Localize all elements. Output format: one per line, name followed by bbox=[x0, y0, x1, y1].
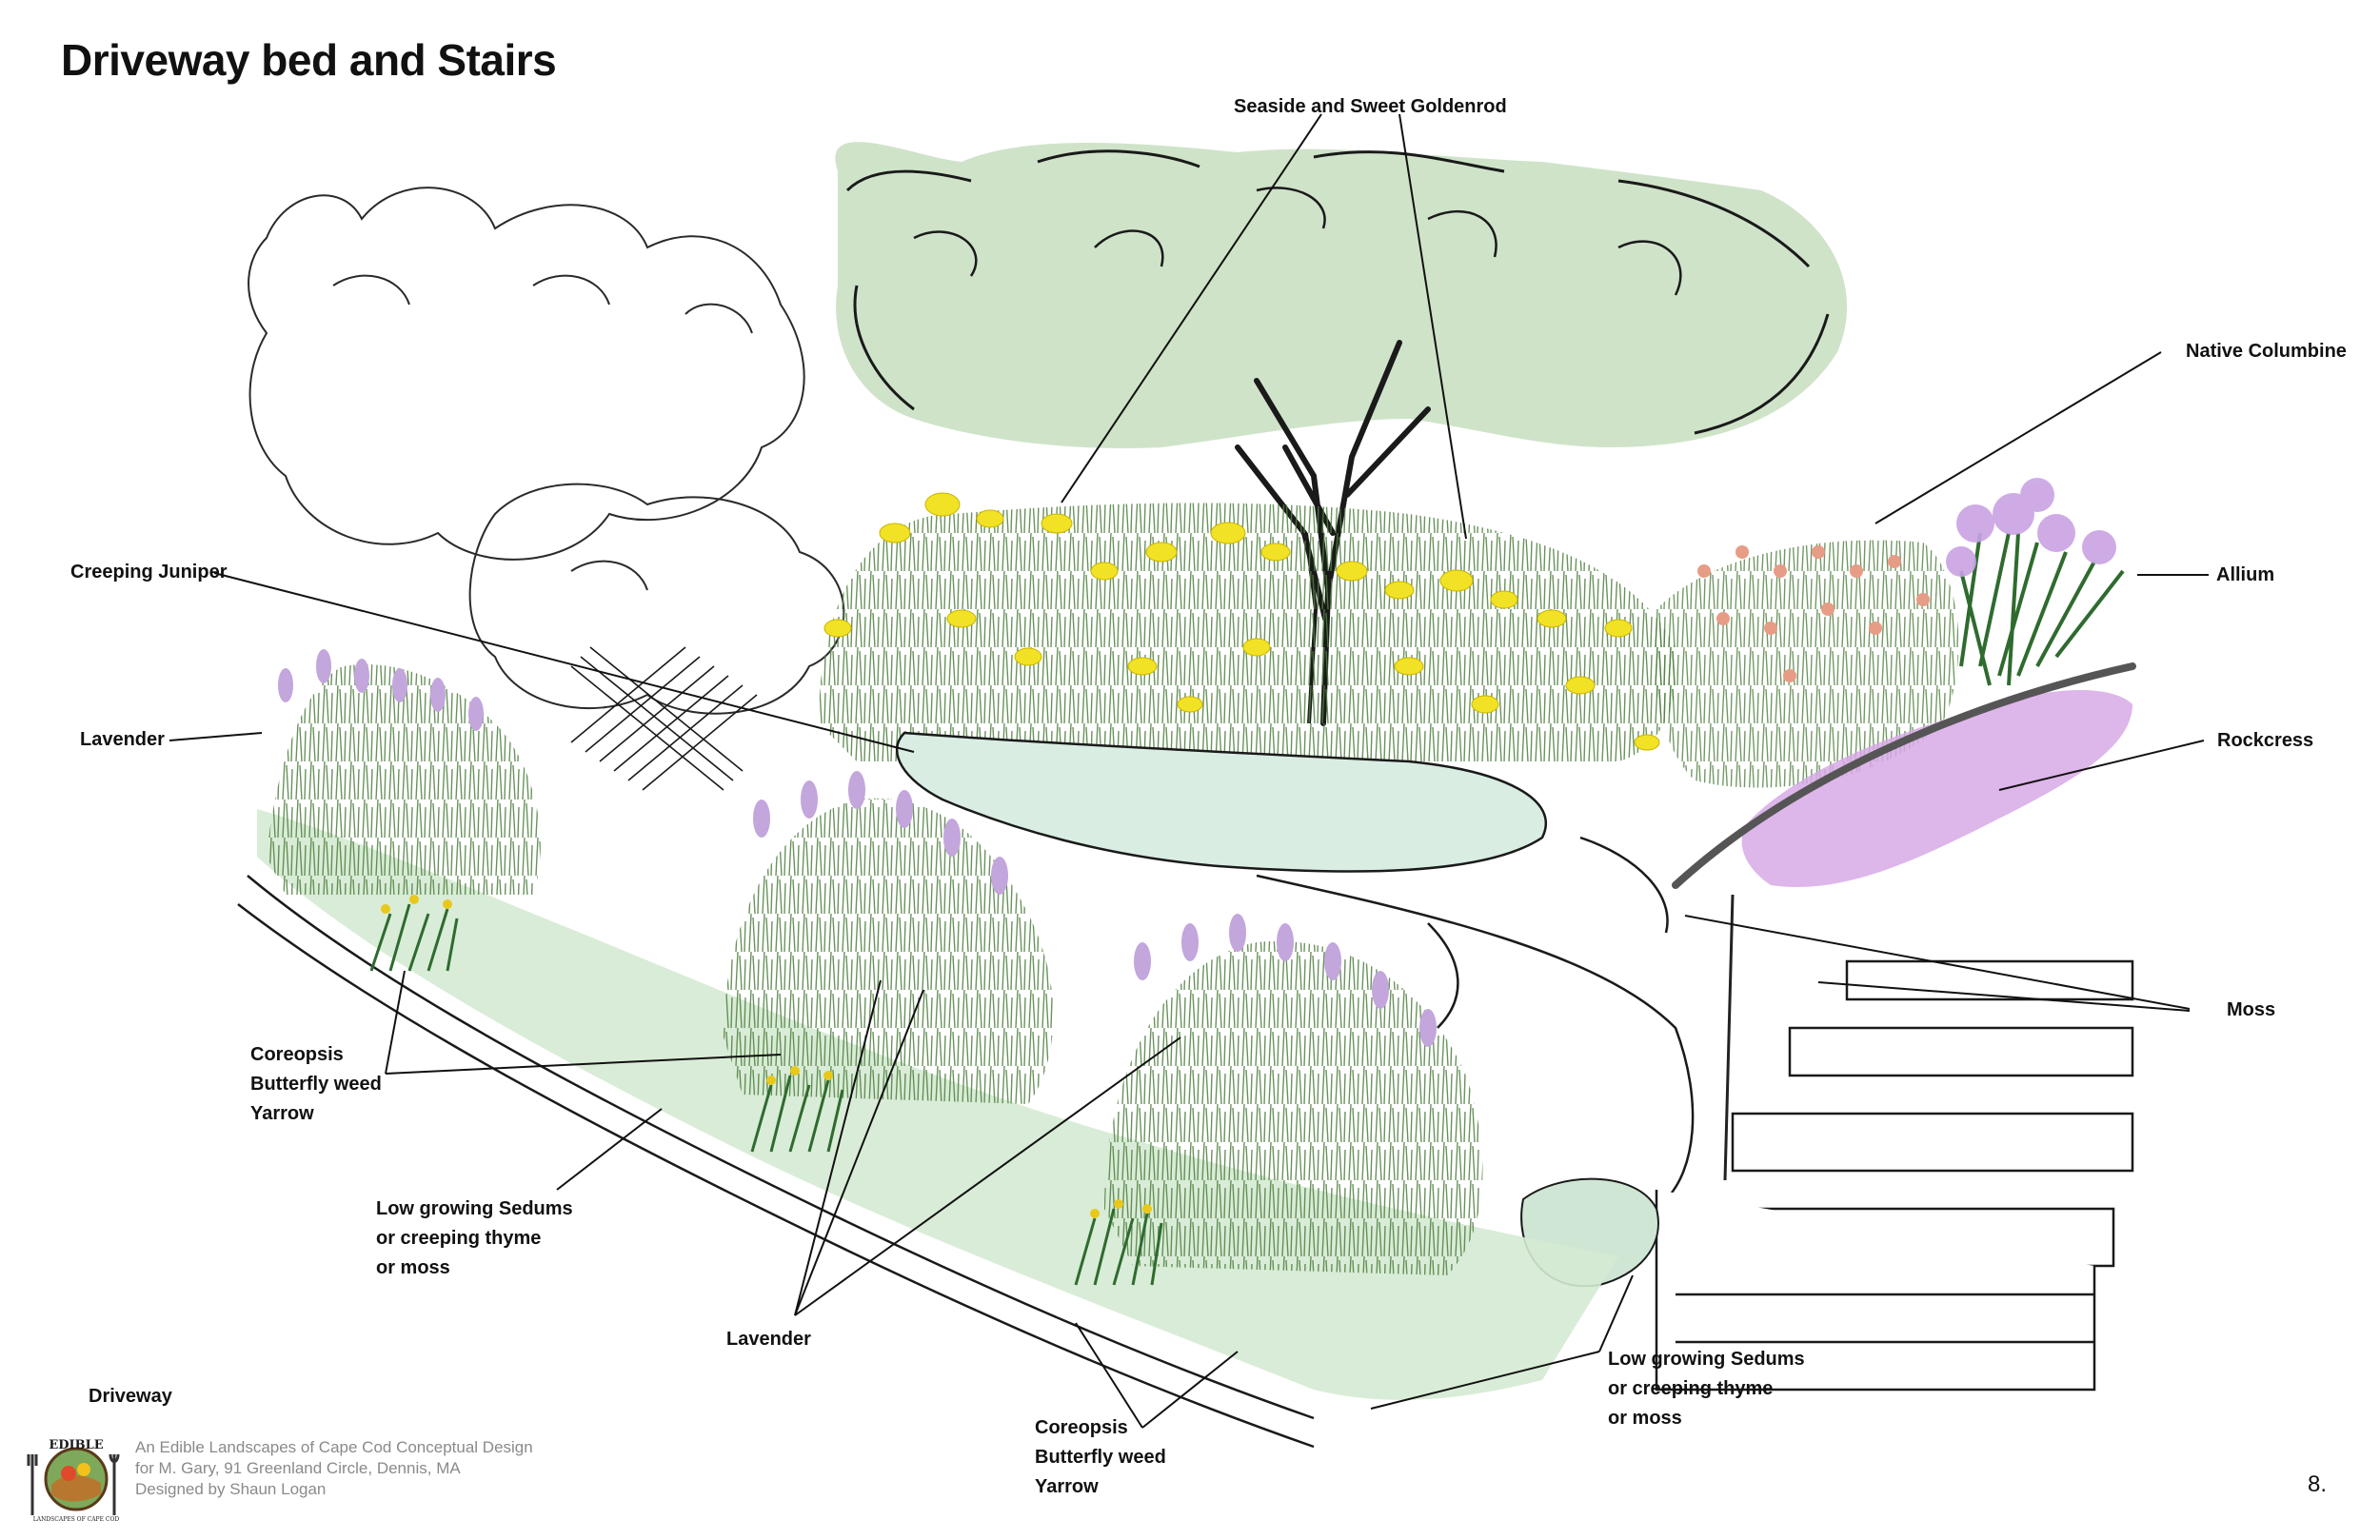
label-goldenrod: Seaside and Sweet Goldenrod bbox=[1234, 96, 1507, 117]
label-line: Butterfly weed bbox=[250, 1074, 382, 1095]
label-coreopsis-bottom: Coreopsis Butterfly weed Yarrow bbox=[1035, 1413, 1166, 1502]
label-driveway: Driveway bbox=[89, 1386, 172, 1407]
label-line: Butterfly weed bbox=[1035, 1447, 1166, 1468]
credit-line: An Edible Landscapes of Cape Cod Concept… bbox=[135, 1438, 533, 1456]
label-line: or moss bbox=[376, 1257, 450, 1278]
juniper-band bbox=[895, 731, 1548, 873]
logo-text-top: EDIBLE bbox=[49, 1438, 103, 1452]
company-logo: EDIBLE LANDSCAPES OF CAPE COD bbox=[27, 1438, 120, 1523]
leader-lines bbox=[169, 113, 2209, 1429]
label-line: Yarrow bbox=[250, 1103, 314, 1124]
label-coreopsis-left: Coreopsis Butterfly weed Yarrow bbox=[250, 1040, 382, 1129]
background-shrubs bbox=[248, 187, 845, 715]
label-line: or creeping thyme bbox=[376, 1228, 542, 1249]
label-creeping-juniper: Creeping Juniper bbox=[70, 562, 228, 582]
label-line: Coreopsis bbox=[250, 1044, 344, 1065]
label-lavender-left: Lavender bbox=[80, 729, 165, 750]
credit-line: Designed by Shaun Logan bbox=[135, 1480, 327, 1498]
tree-canopy bbox=[835, 142, 1848, 448]
coreopsis-clumps bbox=[369, 895, 1163, 1286]
columbine-mass bbox=[1653, 540, 1959, 788]
label-sedums-right: Low growing Sedums or creeping thyme or … bbox=[1608, 1345, 1805, 1433]
design-credit: An Edible Landscapes of Cape Cod Concept… bbox=[135, 1437, 533, 1500]
label-line: Coreopsis bbox=[1035, 1417, 1128, 1438]
label-line: Low growing Sedums bbox=[376, 1198, 573, 1219]
rock-path bbox=[1256, 836, 1695, 1200]
logo-text-bottom: LANDSCAPES OF CAPE COD bbox=[33, 1516, 120, 1523]
label-line: Low growing Sedums bbox=[1608, 1349, 1805, 1370]
goldenrod-mass bbox=[819, 492, 1677, 761]
label-rockcress: Rockcress bbox=[2217, 730, 2314, 751]
label-line: or creeping thyme bbox=[1608, 1378, 1774, 1399]
page-number: 8. bbox=[2308, 1471, 2328, 1497]
label-lavender-center: Lavender bbox=[726, 1329, 811, 1350]
credit-line: for M. Gary, 91 Greenland Circle, Dennis… bbox=[135, 1459, 461, 1477]
rockcress-mat bbox=[1672, 662, 2136, 1181]
label-columbine: Native Columbine bbox=[2186, 341, 2347, 362]
allium-clump bbox=[1946, 478, 2125, 686]
lavender-clumps bbox=[267, 649, 1483, 1275]
label-line: Yarrow bbox=[1035, 1476, 1099, 1497]
label-sedums-left: Low growing Sedums or creeping thyme or … bbox=[376, 1194, 573, 1283]
crosshatch-juniper bbox=[570, 646, 758, 791]
label-moss: Moss bbox=[2227, 999, 2276, 1020]
page-title: Driveway bed and Stairs bbox=[61, 35, 557, 85]
label-line: or moss bbox=[1608, 1408, 1682, 1429]
label-allium: Allium bbox=[2216, 564, 2275, 585]
